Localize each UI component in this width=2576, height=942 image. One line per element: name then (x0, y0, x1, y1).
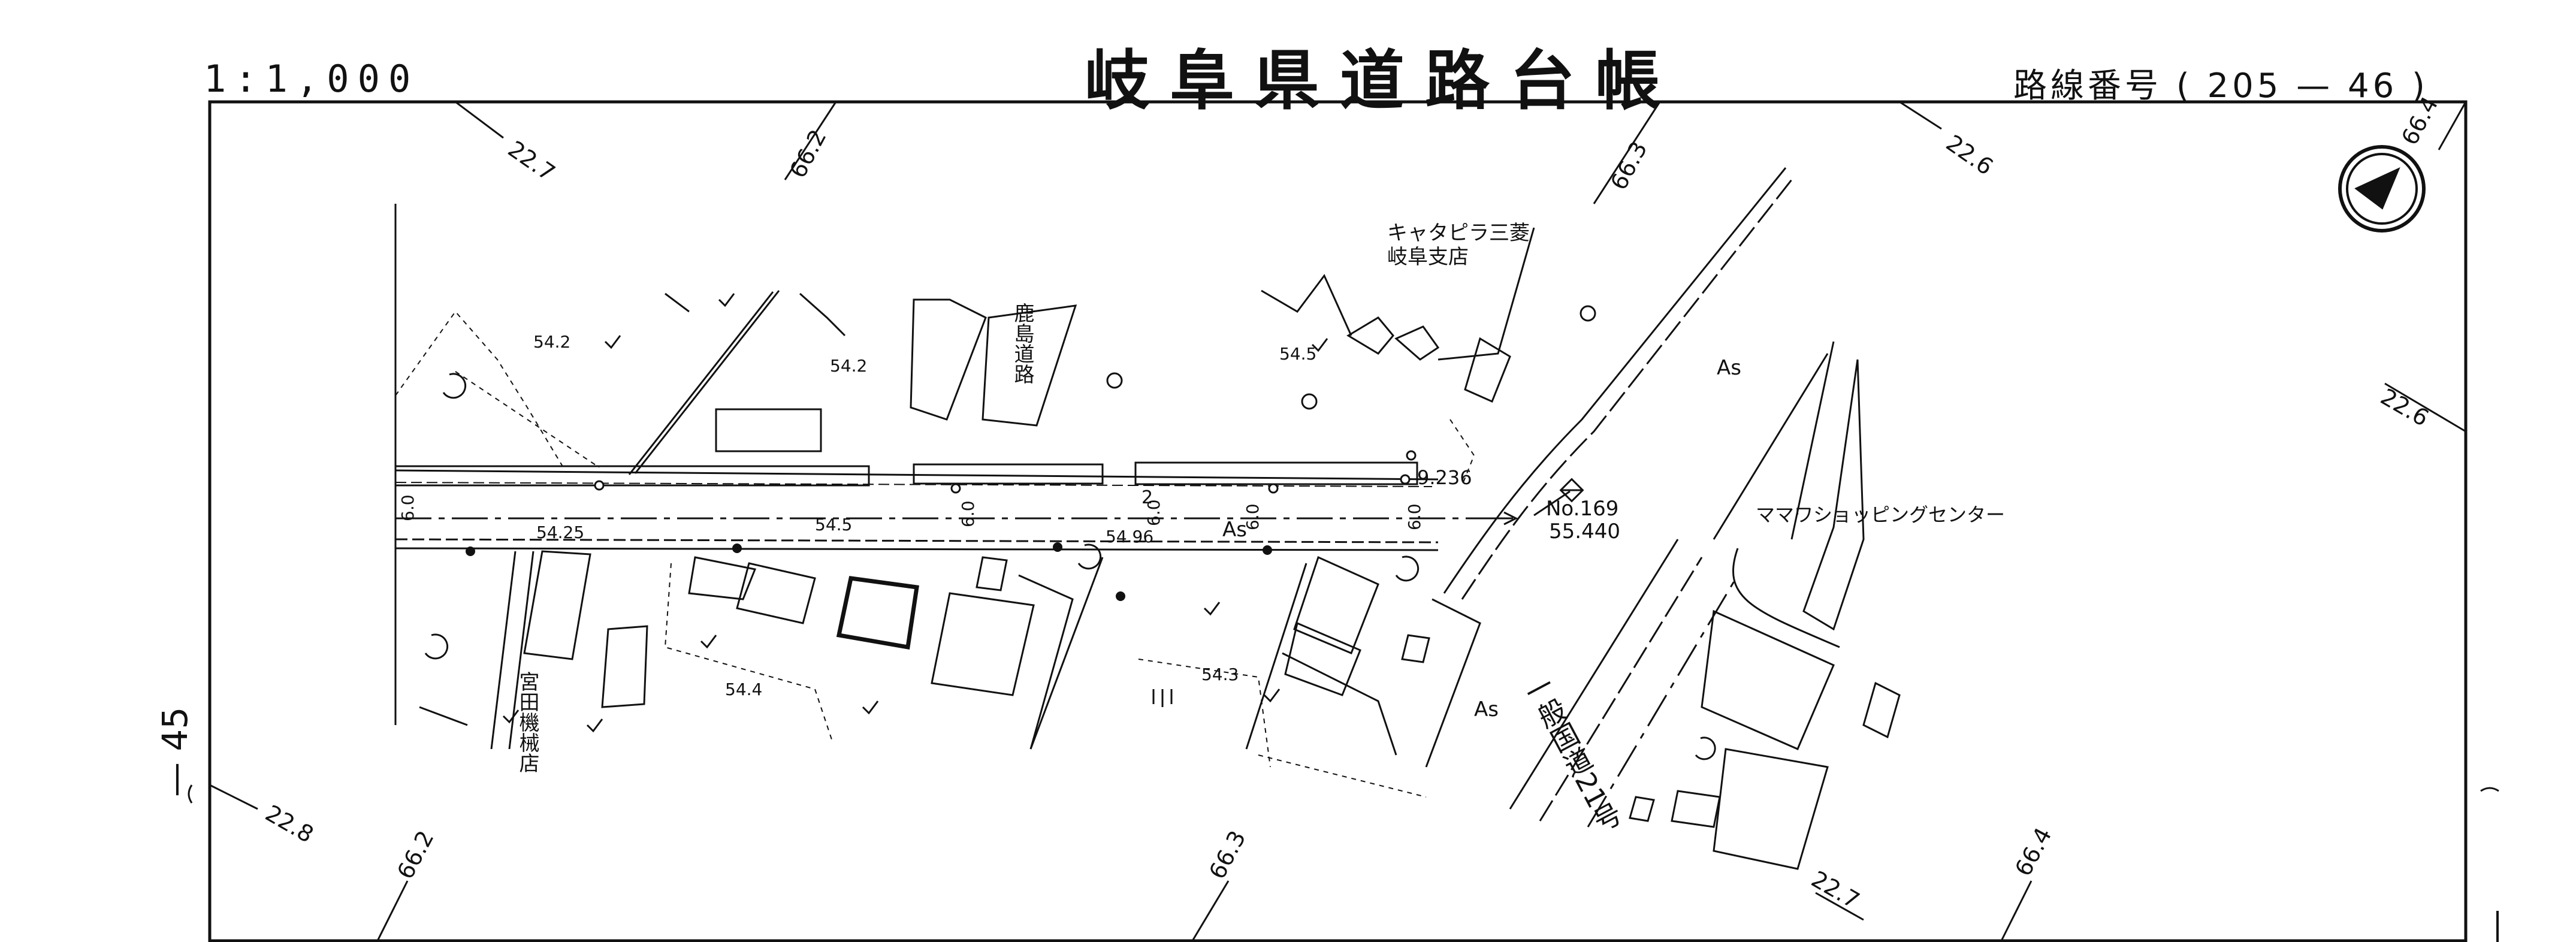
spot-height: 54.2 (533, 332, 570, 352)
width-label: 6.0 (1243, 503, 1263, 530)
margin-marks (188, 784, 2499, 804)
route-number: 路線番号 ( 205 — 46 ) (2013, 59, 2429, 107)
place-label: 岐阜支店 (1387, 245, 1469, 269)
grid-label: 66.3 (1605, 137, 1653, 194)
map-frame (208, 100, 2468, 942)
station-number: No.169 (1546, 497, 1618, 521)
grid-ticks (209, 101, 2467, 941)
surface-label: As (1717, 356, 1741, 380)
grid-label: 66.2 (392, 826, 439, 883)
spot-height: 54.2 (830, 356, 867, 376)
map-labels: キャタピラ三菱 岐阜支店 ママワショッピングセンター 宮田機械店 鹿島道路 一般… (398, 221, 2005, 837)
grid-label: 66.3 (1204, 826, 1251, 883)
grid-labels: 22.7 66.2 66.3 22.6 66.4 22.6 22.8 66.2 … (261, 92, 2444, 914)
main-road (395, 469, 1518, 551)
utility-poles (466, 450, 1417, 601)
road-station-marker-icon (1559, 478, 1584, 503)
grid-label: 66.4 (2010, 823, 2057, 880)
place-label: キャタピラ三菱 (1387, 221, 1530, 245)
surface-label: As (1474, 698, 1499, 721)
spot-height: 54.3 (1201, 665, 1239, 684)
grid-label: 66.2 (784, 125, 832, 182)
buildings (523, 298, 1901, 870)
page-title: 岐阜県道路台帳 (1085, 43, 1681, 119)
place-label: ママワショッピングセンター (1756, 503, 2005, 526)
vegetation-symbols (424, 293, 1716, 760)
grid-label: 22.8 (261, 800, 318, 848)
route-label: 一般国道21号 (1517, 669, 1626, 837)
rail-line (628, 290, 780, 475)
point-elevation: 9.236 (1417, 466, 1472, 489)
sidewalk-strips (394, 461, 1418, 487)
grid-label: 22.7 (1807, 866, 1864, 914)
spot-height: 54.25 (536, 523, 584, 542)
place-label: 宮田機械店 (515, 671, 539, 773)
width-label: 2 (1141, 487, 1153, 508)
property-lines (419, 227, 1535, 768)
width-label: 6.0 (398, 494, 418, 521)
grid-label: 22.7 (503, 135, 560, 186)
grid-label: 22.6 (1941, 129, 1998, 180)
station-elevation: 55.440 (1549, 520, 1620, 544)
national-route-21 (1443, 167, 1840, 828)
map-scale: 1:1,000 (204, 57, 419, 101)
spot-height: 54.4 (725, 680, 762, 699)
north-arrow-icon (2338, 145, 2426, 233)
place-label: 鹿島道路 (1010, 303, 1034, 384)
grid-label: 22.6 (2376, 384, 2433, 431)
spot-height: 54.96 (1106, 527, 1153, 547)
width-label: 6.0 (1144, 499, 1164, 526)
spot-height: 54.5 (815, 515, 852, 535)
width-label: 6.0 (1405, 503, 1424, 530)
spot-height: 54.5 (1279, 344, 1316, 364)
width-label: 6.0 (958, 500, 978, 527)
lot-lines (395, 310, 1475, 798)
route-label: 路線番号 (2013, 67, 2162, 105)
route-value: ( 205 — 46 ) (2176, 67, 2429, 105)
surface-label: As (1222, 518, 1247, 542)
